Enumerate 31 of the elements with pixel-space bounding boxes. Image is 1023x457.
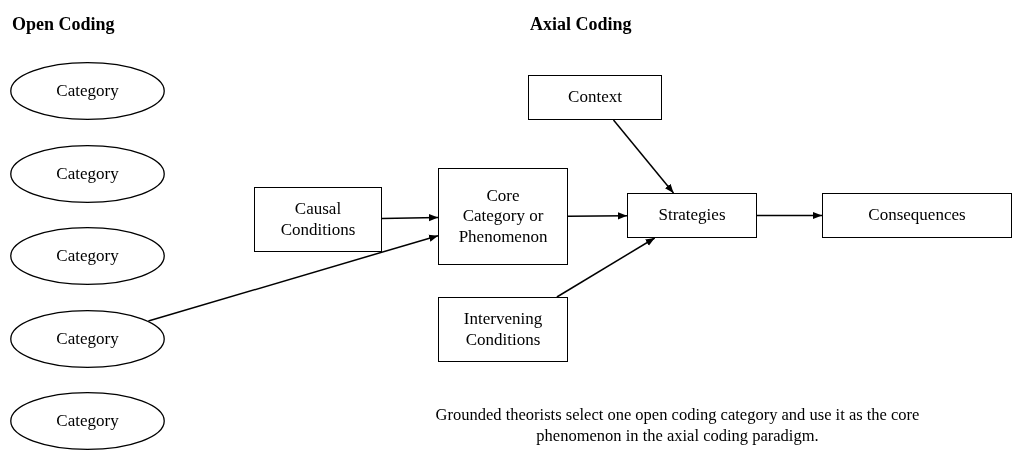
node-label: Causal Conditions — [279, 199, 357, 240]
category-ellipse — [10, 310, 165, 368]
concept-box — [627, 193, 757, 238]
arrow — [381, 214, 439, 222]
concept-box — [528, 75, 662, 120]
concept-box — [822, 193, 1012, 238]
concept-box — [254, 187, 382, 252]
node-label: Strategies — [658, 205, 726, 226]
section-heading: Open Coding — [12, 14, 115, 35]
node-label: Intervening Conditions — [462, 309, 544, 350]
arrow — [556, 237, 656, 298]
arrow — [612, 119, 675, 194]
category-ellipse — [10, 62, 165, 120]
arrow — [756, 211, 823, 220]
node-label: Category — [56, 80, 119, 102]
arrow — [147, 234, 439, 322]
node-label: Category — [56, 163, 119, 185]
node-label: Context — [568, 87, 622, 108]
section-heading: Axial Coding — [530, 14, 632, 35]
node-label: Core Category or Phenomenon — [458, 185, 548, 248]
node-label: Category — [56, 245, 119, 267]
concept-box — [438, 297, 568, 362]
node-label: Category — [56, 328, 119, 350]
arrow — [567, 212, 628, 220]
caption: Grounded theorists select one open coding category and use it as the core phenomenon in the axial coding paradigm. — [434, 404, 921, 447]
category-ellipse — [10, 227, 165, 285]
concept-box — [438, 168, 568, 265]
category-ellipse — [10, 392, 165, 450]
node-label: Consequences — [868, 205, 966, 226]
node-label: Category — [56, 410, 119, 432]
category-ellipse — [10, 145, 165, 203]
